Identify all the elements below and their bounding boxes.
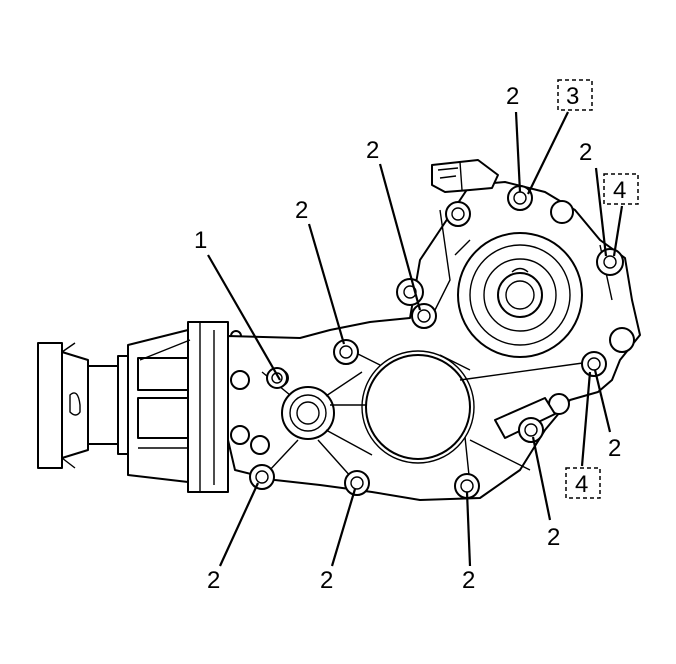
callout-2-a: 2: [295, 197, 308, 224]
callout-2-e: 2: [608, 435, 621, 462]
bolts: [249, 185, 624, 499]
callout-2-g: 2: [462, 567, 475, 594]
callout-2-b: 2: [366, 137, 379, 164]
callout-2-i: 2: [207, 567, 220, 594]
callout-2-d: 2: [579, 139, 592, 166]
callout-4-box-bottom: [565, 467, 601, 499]
output-flange: [37, 342, 139, 469]
callout-4-box-top: [603, 173, 639, 205]
callout-3-box: [557, 79, 593, 111]
callout-1: 1: [194, 227, 207, 254]
callout-4-b: 4: [575, 471, 588, 498]
callout-3: 3: [566, 83, 579, 110]
transfer-case-body: [227, 159, 641, 501]
rear-housing: [127, 321, 242, 493]
callout-2-h: 2: [320, 567, 333, 594]
callout-2-c: 2: [506, 83, 519, 110]
leader-lines: [207, 111, 624, 567]
callout-4-a: 4: [613, 177, 626, 204]
callout-2-f: 2: [547, 524, 560, 551]
